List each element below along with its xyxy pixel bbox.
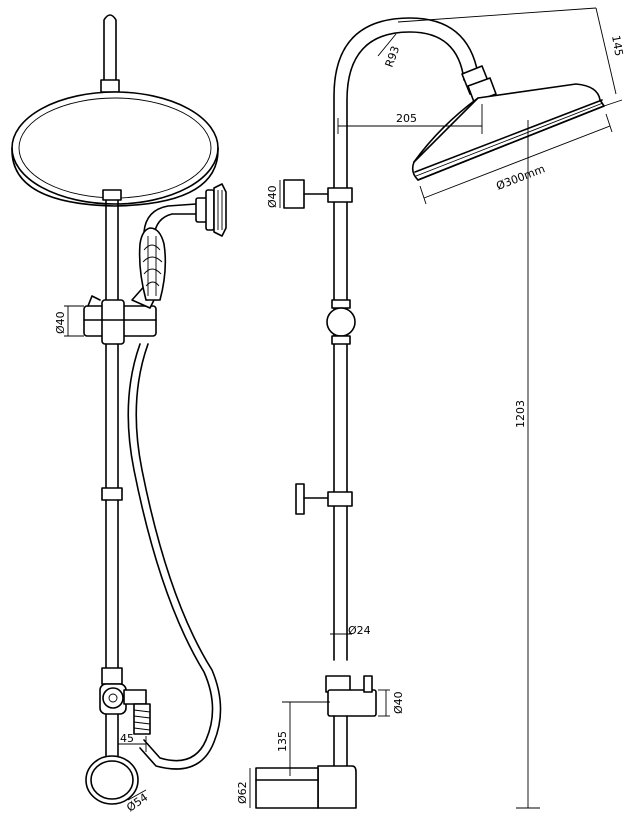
mixer-height-label: 135 bbox=[276, 731, 289, 752]
riser-collar bbox=[102, 189, 122, 201]
head-diameter-label: Ø300mm bbox=[494, 162, 546, 192]
front-dims: Ø40 45 Ø54 bbox=[54, 305, 150, 814]
side-head-connector bbox=[461, 65, 497, 103]
riser-joint bbox=[101, 487, 123, 501]
mixer-outlet-diameter-label: Ø40 bbox=[392, 691, 405, 714]
slider-bracket bbox=[83, 281, 159, 345]
shower-head-front bbox=[11, 91, 219, 207]
gooseneck-arm bbox=[333, 17, 479, 661]
valve-top-diameter-label: Ø40 bbox=[266, 185, 279, 208]
mixer-front bbox=[85, 667, 151, 805]
mixer-base-diameter-label: Ø62 bbox=[236, 781, 249, 804]
head-connector bbox=[100, 79, 120, 93]
side-mixer bbox=[255, 675, 377, 809]
side-view: Ø40 Ø24 bbox=[236, 7, 625, 809]
slider-diameter-label: Ø40 bbox=[54, 311, 67, 334]
side-upper-handle: Ø40 bbox=[266, 179, 353, 209]
side-dims: R93 205 145 Ø300mm 1203 Ø40 bbox=[236, 7, 625, 809]
arm-reach-label: 205 bbox=[396, 112, 417, 125]
head-height-label: 145 bbox=[609, 34, 625, 57]
total-height-label: 1203 bbox=[514, 400, 527, 428]
riser-top bbox=[103, 14, 117, 85]
hand-shower bbox=[138, 183, 227, 301]
arm-radius-label: R93 bbox=[383, 44, 403, 69]
hose bbox=[127, 343, 222, 770]
side-ball-joint bbox=[326, 299, 356, 345]
side-lower-handle bbox=[295, 483, 353, 515]
outlet-offset-label: 45 bbox=[120, 732, 134, 745]
pipe-diameter-label: Ø24 bbox=[348, 624, 371, 637]
front-view: Ø40 45 Ø54 bbox=[11, 14, 227, 814]
